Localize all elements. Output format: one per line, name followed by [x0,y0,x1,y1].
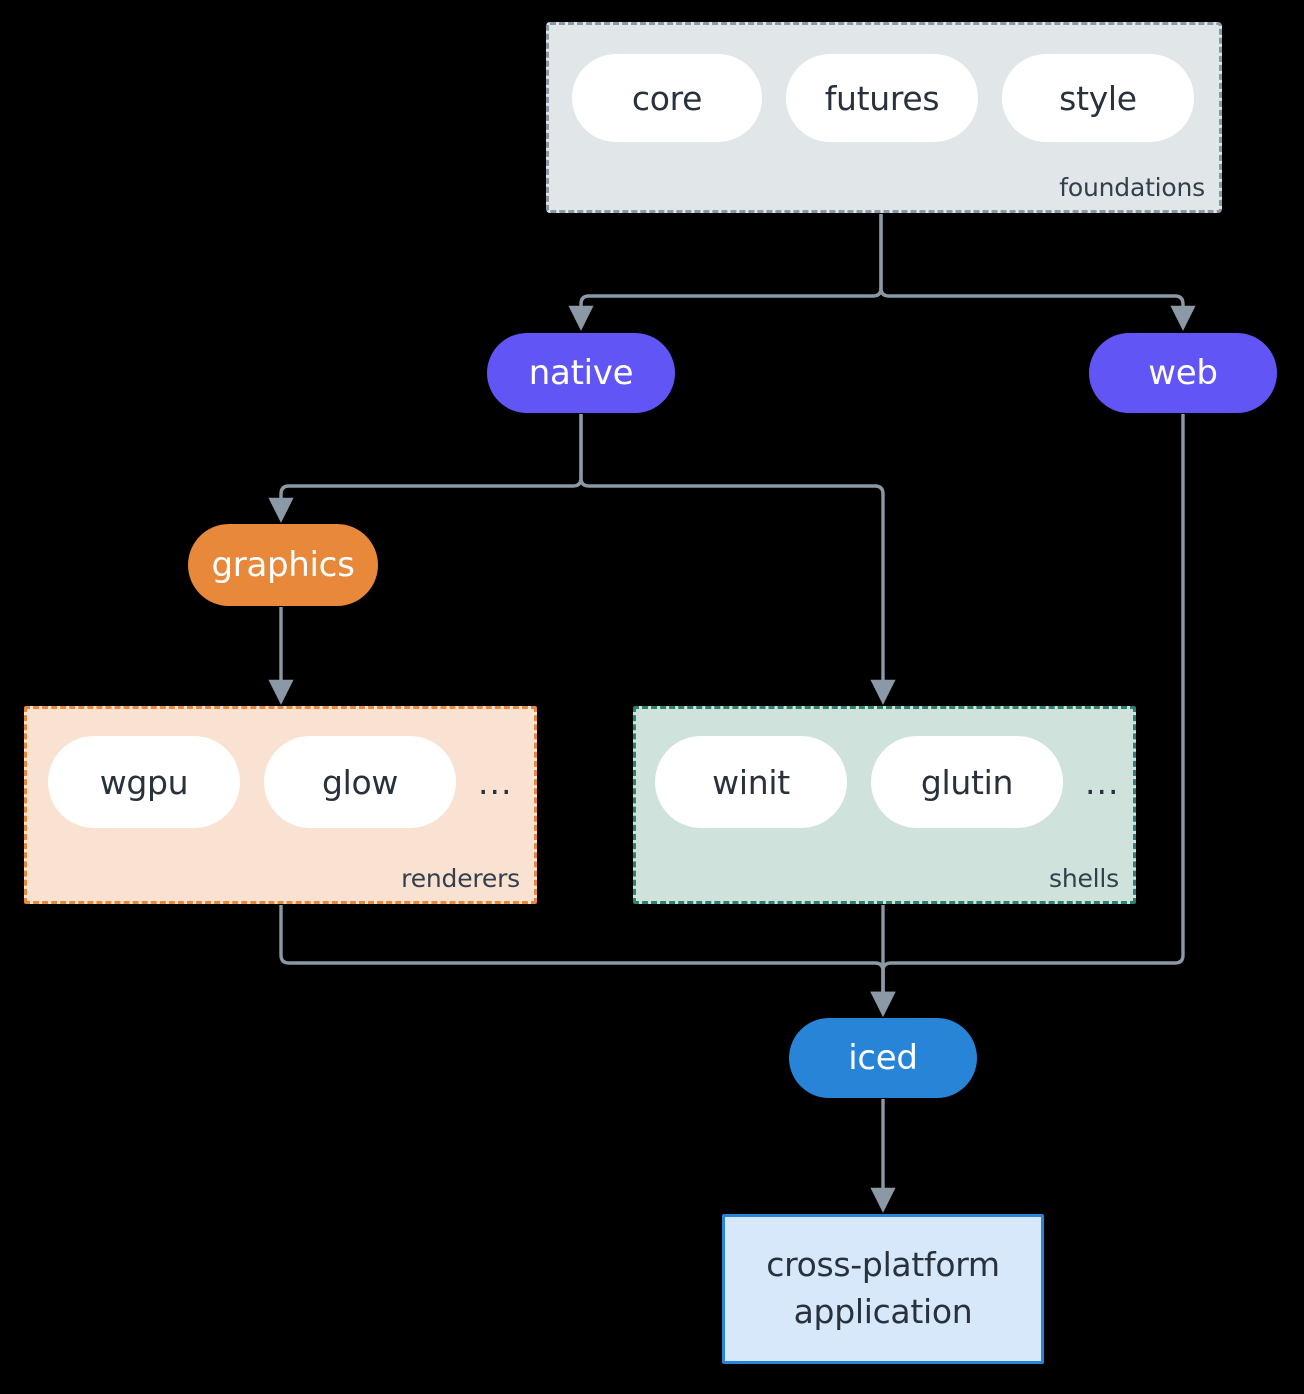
node-iced-label: iced [848,1038,918,1078]
edge-native-shells [579,414,896,705]
node-glutin[interactable]: glutin [871,736,1063,828]
edge-native-graphics [268,414,583,523]
node-graphics-label: graphics [211,545,355,585]
edge-foundations-native [568,214,883,331]
edge-renderers-iced [279,905,896,1017]
group-renderers-label: renderers [401,864,520,893]
node-futures-label: futures [824,78,940,118]
node-glutin-label: glutin [920,762,1014,802]
node-wgpu[interactable]: wgpu [48,736,240,828]
node-cross-platform-application[interactable]: cross-platform application [722,1214,1044,1364]
node-core-label: core [631,78,703,118]
node-style-label: style [1059,78,1137,118]
node-glow-label: glow [321,762,399,802]
renderers-overflow-ellipsis: ... [478,763,513,802]
shells-overflow-ellipsis: ... [1085,763,1120,802]
node-style[interactable]: style [1002,54,1194,142]
node-winit[interactable]: winit [655,736,847,828]
node-web-label: web [1148,353,1218,393]
application-label-line1: cross-platform [766,1245,1000,1285]
node-core[interactable]: core [572,54,762,142]
group-foundations-label: foundations [1059,173,1205,202]
group-shells-label: shells [1049,864,1119,893]
application-label-line2: application [793,1292,973,1331]
node-winit-label: winit [712,762,790,802]
node-futures[interactable]: futures [786,54,978,142]
node-glow[interactable]: glow [264,736,456,828]
node-web[interactable]: web [1089,333,1277,413]
edge-foundations-web [879,214,1196,331]
node-graphics[interactable]: graphics [188,524,378,606]
node-wgpu-label: wgpu [99,762,189,802]
node-iced[interactable]: iced [789,1018,977,1098]
node-native[interactable]: native [487,333,675,413]
node-native-label: native [528,353,634,393]
